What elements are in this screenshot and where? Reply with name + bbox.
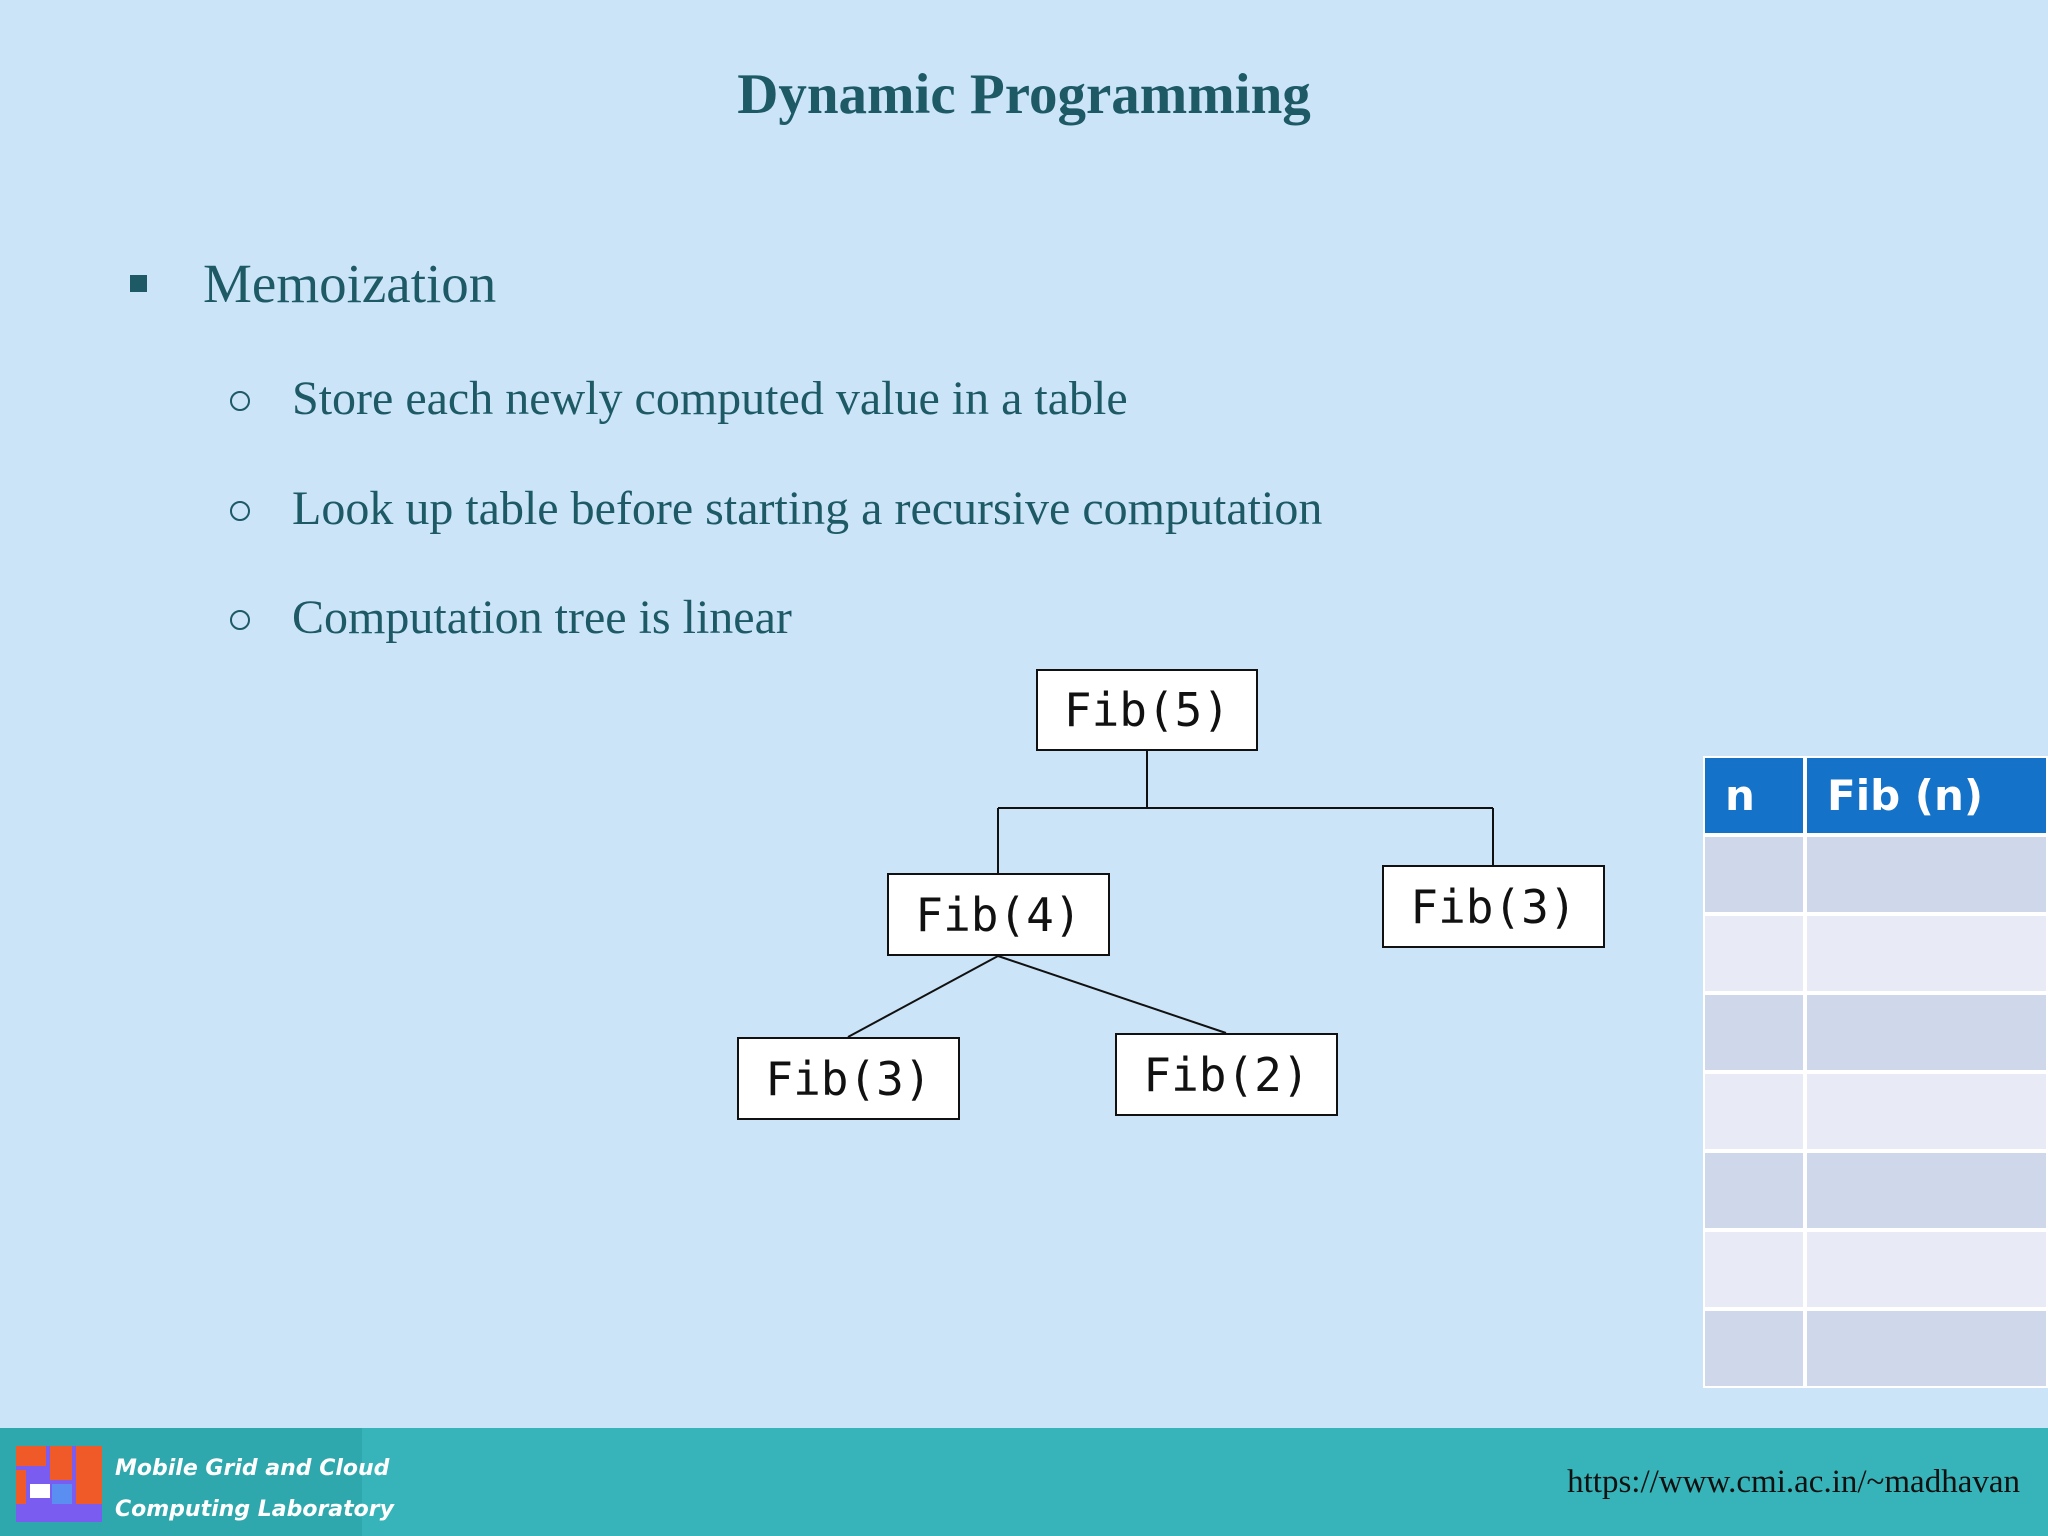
main-bullet-text: Memoization [203, 252, 497, 314]
table-cell [1703, 835, 1805, 914]
table-row [1703, 993, 2048, 1072]
table-cell [1703, 1151, 1805, 1230]
table-row [1703, 1151, 2048, 1230]
sub-bullet-text: Store each newly computed value in a tab… [292, 371, 1128, 425]
table-row [1703, 1230, 2048, 1309]
table-cell [1805, 1230, 2048, 1309]
tree-node-fib2: Fib(2) [1115, 1033, 1338, 1116]
table-cell [1805, 835, 2048, 914]
table-cell [1805, 1072, 2048, 1151]
table-cell [1805, 1151, 2048, 1230]
connector-left-right [997, 955, 1227, 1034]
circle-bullet-icon [230, 610, 250, 630]
lab-logo-icon [16, 1446, 102, 1522]
table-cell [1703, 1309, 1805, 1388]
sub-bullet-text: Look up table before starting a recursiv… [292, 481, 1323, 535]
table-cell [1805, 1309, 2048, 1388]
tree-node-fib5: Fib(5) [1036, 669, 1258, 751]
table-cell [1805, 914, 2048, 993]
square-bullet-icon [130, 274, 147, 292]
memo-table: n Fib (n) [1703, 756, 2048, 1388]
table-cell [1805, 993, 2048, 1072]
sub-bullet-2: Look up table before starting a recursiv… [230, 478, 1322, 538]
table-row [1703, 835, 2048, 914]
table-row [1703, 1309, 2048, 1388]
tree-node-fib3-right: Fib(3) [1382, 865, 1605, 948]
circle-bullet-icon [230, 501, 250, 521]
table-cell [1703, 993, 1805, 1072]
lab-logo-line2: Computing Laboratory [115, 1497, 394, 1522]
main-bullet: Memoization [130, 248, 496, 318]
sub-bullet-3: Computation tree is linear [230, 587, 792, 647]
connector-left-left [847, 955, 999, 1038]
slide-title: Dynamic Programming [737, 63, 1311, 126]
table-row [1703, 914, 2048, 993]
table-header-n: n [1703, 756, 1805, 835]
table-row [1703, 1072, 2048, 1151]
sub-bullet-1: Store each newly computed value in a tab… [230, 368, 1128, 428]
tree-node-fib4: Fib(4) [887, 873, 1110, 956]
table-cell [1703, 914, 1805, 993]
lab-logo-line1: Mobile Grid and Cloud [115, 1456, 390, 1481]
table-cell [1703, 1072, 1805, 1151]
footer-bar: Mobile Grid and Cloud Computing Laborato… [0, 1428, 2048, 1536]
sub-bullet-text: Computation tree is linear [292, 590, 792, 644]
table-cell [1703, 1230, 1805, 1309]
footer-url: https://www.cmi.ac.in/~madhavan [1567, 1464, 2020, 1500]
tree-node-fib3-left: Fib(3) [737, 1037, 960, 1120]
circle-bullet-icon [230, 391, 250, 411]
lab-logo-text: Mobile Grid and Cloud Computing Laborato… [115, 1448, 394, 1530]
lab-logo: Mobile Grid and Cloud Computing Laborato… [0, 1428, 394, 1536]
table-header-fib: Fib (n) [1805, 756, 2048, 835]
table-header-row: n Fib (n) [1703, 756, 2048, 835]
